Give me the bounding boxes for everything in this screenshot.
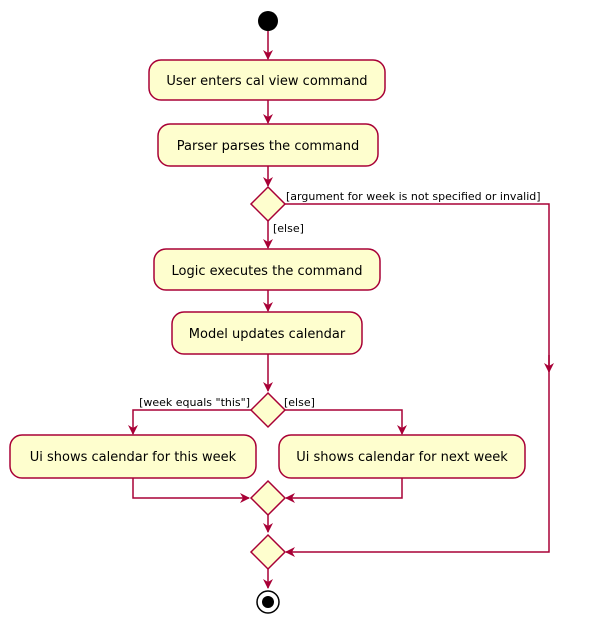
activity-model-updates: Model updates calendar (171, 311, 363, 355)
decision-week-this (249, 391, 287, 429)
edge-next-to-merge (285, 478, 403, 503)
activity-ui-this-week-label: Ui shows calendar for this week (30, 450, 237, 465)
edge-decision2-to-this (128, 409, 251, 435)
activity-user-enters-label: User enters cal view command (166, 74, 367, 89)
activity-parser-parses: Parser parses the command (157, 123, 379, 167)
activity-model-updates-label: Model updates calendar (189, 327, 346, 342)
decision-week-validity (249, 185, 287, 223)
guard-week-invalid: [argument for week is not specified or i… (286, 190, 541, 203)
edge-this-to-merge (132, 478, 250, 503)
merge-week-branches (249, 479, 287, 517)
activity-logic-executes: Logic executes the command (153, 248, 381, 291)
edge-decision1-invalid (285, 203, 550, 538)
activity-logic-executes-label: Logic executes the command (172, 264, 363, 279)
activity-ui-next-week-label: Ui shows calendar for next week (296, 450, 508, 465)
activity-ui-next-week: Ui shows calendar for next week (278, 434, 526, 479)
edges (128, 31, 554, 589)
edge-invalid-to-merge2 (285, 538, 550, 557)
guard-week-this: [week equals "this"] (139, 396, 250, 409)
activity-parser-parses-label: Parser parses the command (177, 139, 359, 154)
end-node (256, 590, 280, 614)
guard-else-inner: [else] (284, 396, 315, 409)
activity-user-enters: User enters cal view command (148, 59, 386, 101)
edge-decision2-to-next (285, 409, 407, 435)
merge-final (249, 533, 287, 571)
guard-else-outer: [else] (273, 222, 304, 235)
start-node (258, 11, 278, 31)
activity-ui-this-week: Ui shows calendar for this week (9, 434, 257, 479)
